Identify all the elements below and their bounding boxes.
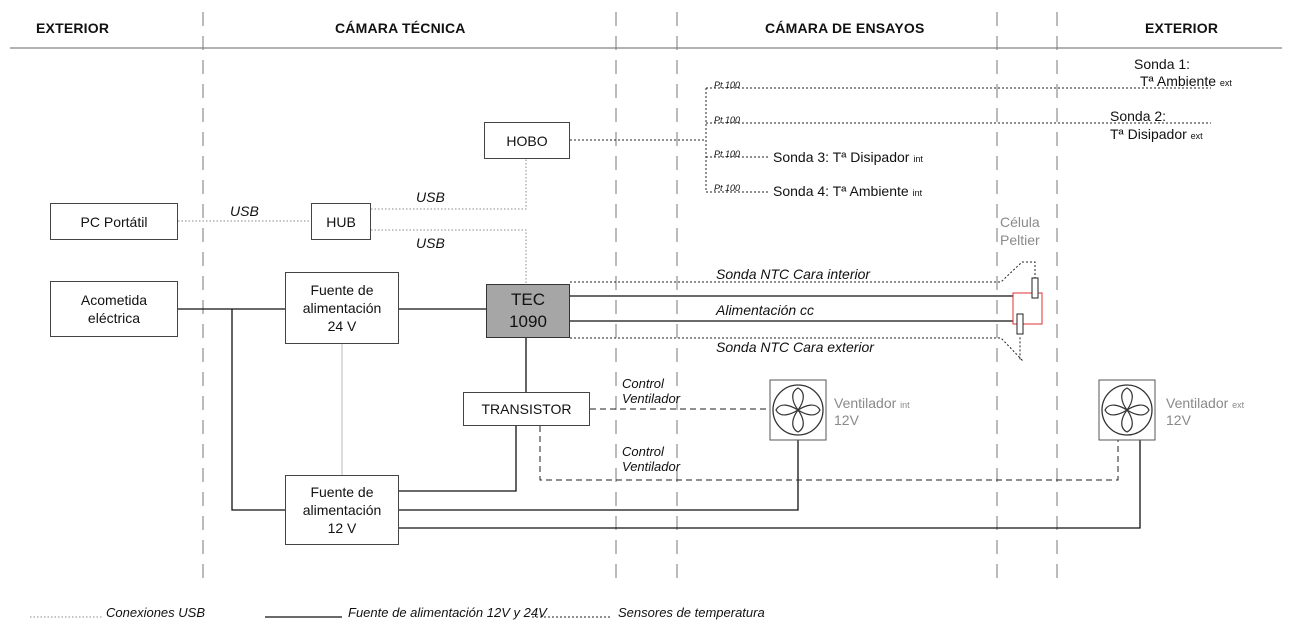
- ntc-exterior-label: Sonda NTC Cara exterior: [716, 339, 874, 355]
- power-line-12v-fan-ext: [399, 440, 1141, 529]
- usb-label-hub-hobo: USB: [416, 189, 445, 205]
- sonda1-sub: ext: [1219, 78, 1232, 88]
- fan-int-sub: int: [900, 400, 910, 410]
- sonda2-sub: ext: [1190, 131, 1203, 141]
- peltier-label-1: Célula: [1000, 214, 1040, 230]
- sonda3-label: Sonda 3: Tª Disipador int: [773, 149, 923, 168]
- fan-exterior-icon: [1098, 379, 1156, 441]
- tec-1090-box: TEC 1090: [486, 284, 570, 338]
- sonda1-label-1: Sonda 1:: [1134, 56, 1191, 72]
- hub-box: HUB: [311, 203, 371, 240]
- alimentacion-cc-label: Alimentación cc: [716, 302, 815, 318]
- fan-ext-label: Ventilador ext: [1166, 395, 1244, 414]
- legend-usb-label: Conexiones USB: [106, 605, 205, 620]
- legend-power-label: Fuente de alimentación 12V y 24V: [348, 605, 547, 620]
- power-line-12v-fan-int: [399, 440, 799, 511]
- pc-portatil-box: PC Portátil: [50, 203, 178, 240]
- hub-label: HUB: [326, 213, 356, 230]
- fuente-12v-box: Fuente de alimentación 12 V: [285, 475, 399, 545]
- sonda3-sub: int: [913, 154, 923, 164]
- fan-ext-sub: ext: [1232, 400, 1245, 410]
- pt100-label-3: Pt 100: [714, 149, 741, 159]
- header-camara-tecnica: CÁMARA TÉCNICA: [335, 20, 466, 36]
- sonda1-text: Tª Ambiente: [1140, 73, 1216, 89]
- fuente-12v-label-2: alimentación: [302, 502, 382, 518]
- sensor-line-ntc-exterior: [570, 336, 1024, 361]
- pt100-label-1: Pt 100: [714, 80, 741, 90]
- legend-sensors-label: Sensores de temperatura: [618, 605, 765, 620]
- fan-interior-icon: [769, 379, 827, 441]
- tec-label-2: 1090: [509, 312, 547, 331]
- power-lines: [178, 295, 1141, 529]
- acometida-box: Acometida eléctrica: [50, 281, 178, 337]
- usb-line-hub-tec: [371, 229, 527, 284]
- power-line-acometida-12v: [231, 309, 285, 511]
- control-line-fan-ext: [539, 426, 1119, 481]
- fan-int-text: Ventilador: [834, 395, 897, 411]
- usb-label-pc-hub: USB: [230, 203, 259, 219]
- sonda1-label-2: Tª Ambiente ext: [1140, 73, 1232, 92]
- pc-portatil-label: PC Portátil: [80, 213, 148, 230]
- acometida-label-2: eléctrica: [87, 310, 141, 326]
- fan-int-label: Ventilador int: [834, 395, 910, 414]
- pt100-label-2: Pt 100: [714, 115, 741, 125]
- transistor-label: TRANSISTOR: [481, 401, 572, 417]
- usb-connections: [178, 158, 527, 284]
- sensor-line-ntc-interior: [570, 261, 1036, 283]
- sonda3-text: Sonda 3: Tª Disipador: [773, 149, 910, 165]
- fuente-12v-label-3: 12 V: [327, 520, 357, 536]
- fuente-24v-label-3: 24 V: [327, 318, 357, 334]
- hobo-box: HOBO: [484, 122, 570, 159]
- usb-line-hub-hobo: [371, 158, 527, 210]
- peltier-sensor-interior: [1031, 277, 1039, 299]
- header-exterior-left: EXTERIOR: [36, 20, 110, 36]
- control-label-2-b: Ventilador: [622, 459, 681, 474]
- power-line-transistor-12v: [399, 426, 517, 492]
- sonda2-label-2: Tª Disipador ext: [1110, 126, 1203, 145]
- fuente-24v-label-1: Fuente de: [310, 282, 374, 298]
- control-label-2-a: Control: [622, 444, 664, 459]
- control-lines: [539, 408, 1119, 481]
- fan-ext-text: Ventilador: [1166, 395, 1229, 411]
- fan-ext-voltage: 12V: [1166, 412, 1191, 428]
- usb-label-hub-tec: USB: [416, 235, 445, 251]
- control-label-1-a: Control: [622, 376, 664, 391]
- tec-label-1: TEC: [510, 290, 545, 309]
- sonda2-label-1: Sonda 2:: [1110, 108, 1167, 124]
- fuente-24v-box: Fuente de alimentación 24 V: [285, 272, 399, 344]
- fuente-12v-label-1: Fuente de: [310, 484, 374, 500]
- header-exterior-right: EXTERIOR: [1145, 20, 1219, 36]
- hobo-label: HOBO: [506, 132, 548, 149]
- ntc-interior-label: Sonda NTC Cara interior: [716, 266, 871, 282]
- peltier-label-2: Peltier: [1000, 232, 1040, 248]
- sonda4-text: Sonda 4: Tª Ambiente: [773, 183, 909, 199]
- fuente-24v-label-2: alimentación: [302, 300, 382, 316]
- peltier-cell-outline: [1012, 292, 1043, 325]
- fan-int-voltage: 12V: [834, 412, 859, 428]
- sonda2-text: Tª Disipador: [1110, 126, 1187, 142]
- pt100-label-4: Pt 100: [714, 183, 741, 193]
- sonda4-sub: int: [912, 188, 923, 198]
- acometida-label-1: Acometida: [80, 292, 148, 308]
- transistor-box: TRANSISTOR: [463, 392, 590, 426]
- header-camara-ensayos: CÁMARA DE ENSAYOS: [765, 20, 925, 36]
- sonda4-label: Sonda 4: Tª Ambiente int: [773, 183, 922, 202]
- sensor-lines: [570, 87, 1211, 361]
- control-label-1-b: Ventilador: [622, 391, 681, 406]
- peltier-sensor-exterior: [1016, 313, 1024, 335]
